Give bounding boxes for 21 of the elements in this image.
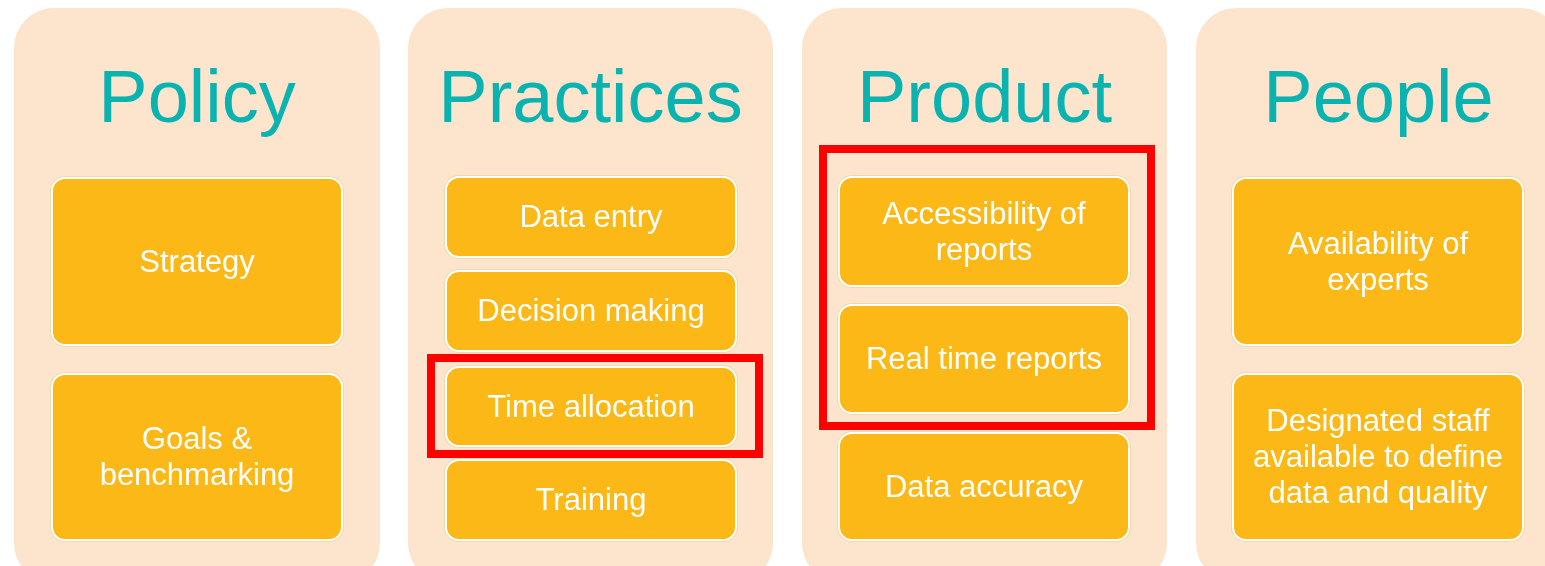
category-panel xyxy=(408,8,773,566)
topic-card: Training xyxy=(445,459,737,541)
topic-card: Time allocation xyxy=(445,366,737,447)
highlight-frame xyxy=(819,145,1155,430)
topic-card: Availability of experts xyxy=(1232,177,1524,346)
category-heading: Policy xyxy=(97,54,297,140)
topic-card: Real time reports xyxy=(838,304,1130,414)
category-heading: People xyxy=(1262,54,1495,140)
topic-card: Designated staff available to define data and quality xyxy=(1232,373,1524,541)
topic-card: Accessibility of reports xyxy=(838,176,1130,287)
topic-card: Strategy xyxy=(51,177,343,346)
topic-card: Goals & benchmarking xyxy=(51,373,343,541)
category-panel xyxy=(802,8,1167,566)
category-panel xyxy=(14,8,380,566)
category-heading: Practices xyxy=(437,54,744,140)
topic-card: Data accuracy xyxy=(838,432,1130,541)
highlight-frame xyxy=(427,354,763,458)
category-heading: Product xyxy=(856,54,1113,140)
topic-card: Decision making xyxy=(445,270,737,352)
category-panel xyxy=(1196,8,1545,566)
topic-card: Data entry xyxy=(445,176,737,258)
